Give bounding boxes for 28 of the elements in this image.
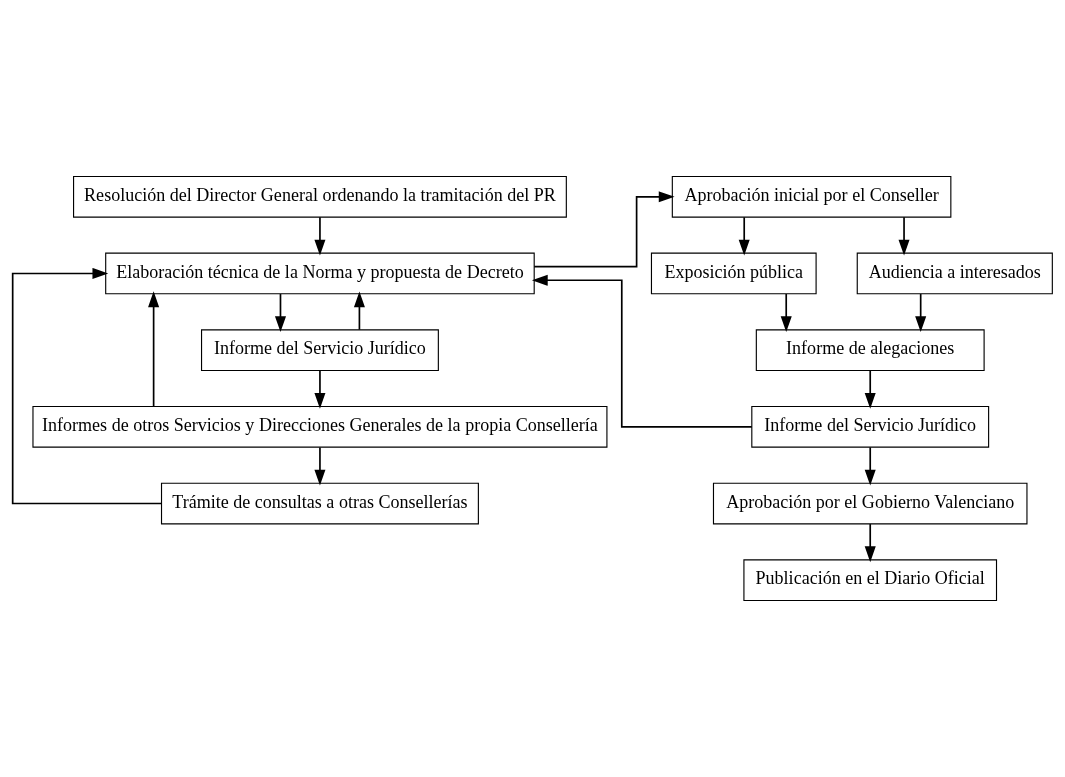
arrow [864,369,876,409]
arrow [314,446,326,486]
node-box: Audiencia a interesados [856,252,1053,295]
node-box: Trámite de consultas a otras Consellerías [160,482,479,525]
arrow [353,291,365,331]
node-box: Publicación en el Diario Oficial [743,559,998,602]
arrow [915,293,927,333]
arrow [148,291,160,408]
node-box: Informe del Servicio Jurídico [751,405,990,448]
arrow [864,446,876,486]
node-box: Elaboración técnica de la Norma y propuesta de Decreto [105,252,535,295]
arrow [531,274,753,428]
node-box: Aprobación por el Gobierno Valenciano [712,482,1028,525]
arrow [864,523,876,563]
node-box: Exposición pública [650,252,817,295]
arrow [314,216,326,256]
arrow [11,267,163,505]
node-box: Aprobación inicial por el Conseller [671,175,952,218]
node-box: Informes de otros Servicios y Direcciones Generales de la propia Consellería [32,405,608,448]
arrow [533,191,675,268]
arrow [898,216,910,256]
arrow [314,369,326,409]
node-box: Resolución del Director General ordenando la tramitación del PR [73,175,567,218]
arrow [780,293,792,333]
node-box: Informe de alegaciones [755,329,985,372]
arrow [738,216,750,256]
node-box: Informe del Servicio Jurídico [201,329,439,372]
arrow [274,293,286,333]
